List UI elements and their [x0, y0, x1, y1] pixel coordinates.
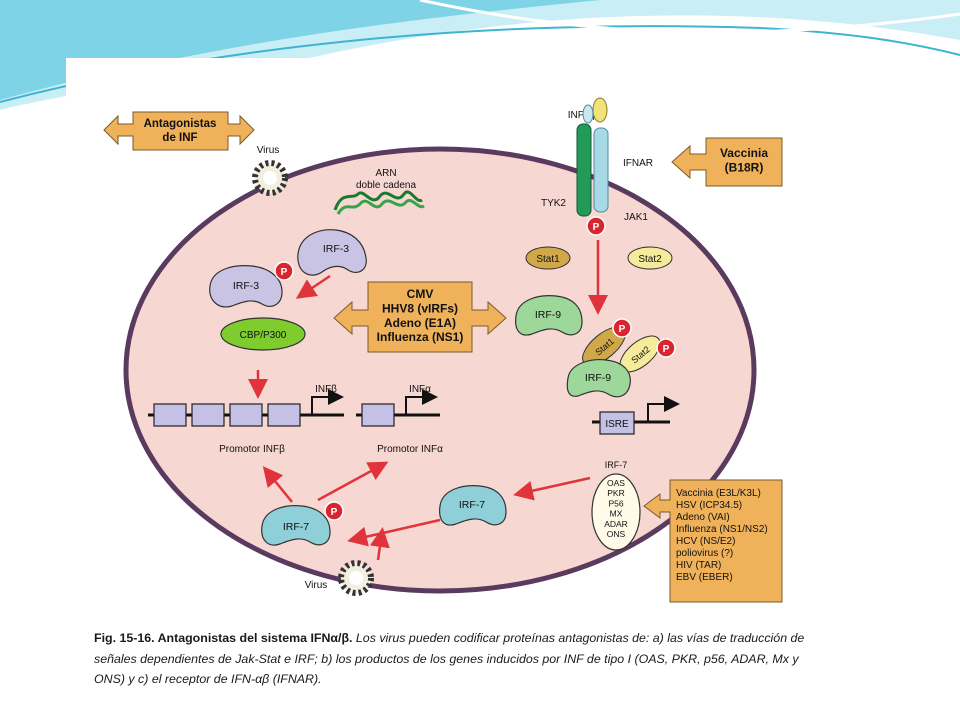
gene-blocks-infb	[153, 403, 301, 427]
irf9-free-label: IRF-9	[535, 309, 561, 321]
irf7-top-label: IRF-7	[605, 460, 628, 470]
cbp-p300	[220, 317, 306, 351]
promotor-a-label: Promotor INFα	[377, 444, 443, 455]
irf7-middle-label: IRF-7	[459, 499, 485, 511]
irf3-lower-label: IRF-3	[233, 280, 259, 292]
virus-top	[252, 160, 288, 196]
irf7-lower	[261, 505, 331, 546]
jak1-label: JAK1	[624, 212, 648, 223]
swoosh-band	[0, 0, 600, 100]
arrow-irf3	[295, 274, 331, 299]
virus-bottom	[338, 560, 374, 596]
figure-caption: Fig. 15-16. Antagonistas del sistema IFN…	[94, 628, 814, 690]
irf3-upper	[297, 229, 367, 276]
irf7-middle	[439, 485, 507, 526]
vaccinia-label: Vaccinia(B18R)	[720, 146, 768, 174]
irf3-lower	[209, 265, 283, 308]
promotor-b-label: Promotor INFβ	[219, 444, 285, 455]
irf3-upper-label: IRF-3	[323, 243, 349, 255]
promoter-arrow-a	[405, 389, 438, 415]
promoter-arrow-b	[311, 389, 344, 415]
isre-block	[599, 411, 635, 435]
irf9-complex	[566, 359, 631, 398]
phospho-dot	[274, 261, 294, 281]
phospho-label: P	[593, 222, 600, 233]
dsrna-helix	[333, 190, 425, 215]
arrow-virus-up	[369, 527, 390, 561]
inf-b-label: INFβ	[315, 384, 337, 395]
caption-body: Los virus pueden codificar proteínas ant…	[94, 631, 805, 686]
phospho-label: P	[619, 324, 626, 335]
vaccinia-box: Vaccinia(B18R)	[671, 137, 783, 187]
ifnar-receptor	[576, 97, 609, 217]
phospho-dot	[656, 338, 676, 358]
phospho-label: P	[663, 344, 670, 355]
cbp-label: CBP/P300	[240, 330, 287, 341]
virus-bottom-label: Virus	[305, 580, 328, 591]
cell-membrane	[123, 146, 757, 594]
phospho-dot	[324, 501, 344, 521]
stat2	[627, 246, 673, 270]
viral-antagonist-list: Vaccinia (E3L/K3L)HSV (ICP34.5)Adeno (VA…	[676, 488, 768, 583]
promoter-arrow-isre	[647, 396, 680, 422]
swoosh-line	[419, 0, 960, 34]
arrow-irf7-a	[513, 476, 591, 501]
arrow-to-infa	[317, 461, 389, 502]
phospho-label: P	[281, 267, 288, 278]
arrow-irf7-b	[347, 518, 441, 547]
viral-antagonist-list-box: Vaccinia (E3L/K3L)HSV (ICP34.5)Adeno (VA…	[643, 479, 783, 603]
ifnar-label: IFNAR	[623, 158, 653, 169]
arrow-to-infb	[262, 466, 293, 503]
stat1-label: Stat1	[536, 254, 560, 265]
stat2-label: Stat2	[638, 254, 662, 265]
caption-lead: Fig. 15-16. Antagonistas del sistema IFN…	[94, 631, 353, 645]
virus-top-label: Virus	[257, 145, 280, 156]
tyk2-label: TYK2	[541, 198, 566, 209]
isre-label: ISRE	[605, 419, 629, 430]
gene-block-infa	[361, 403, 395, 427]
phospho-label: P	[331, 507, 338, 518]
inf-a-label: INFα	[409, 384, 431, 395]
irf9-free	[515, 295, 583, 336]
irf7-lower-label: IRF-7	[283, 521, 309, 533]
phospho-dot	[586, 216, 606, 236]
irf9-complex-label: IRF-9	[585, 372, 611, 384]
stat1	[525, 246, 571, 270]
phospho-dot	[612, 318, 632, 338]
gene-products-oval	[591, 473, 641, 551]
